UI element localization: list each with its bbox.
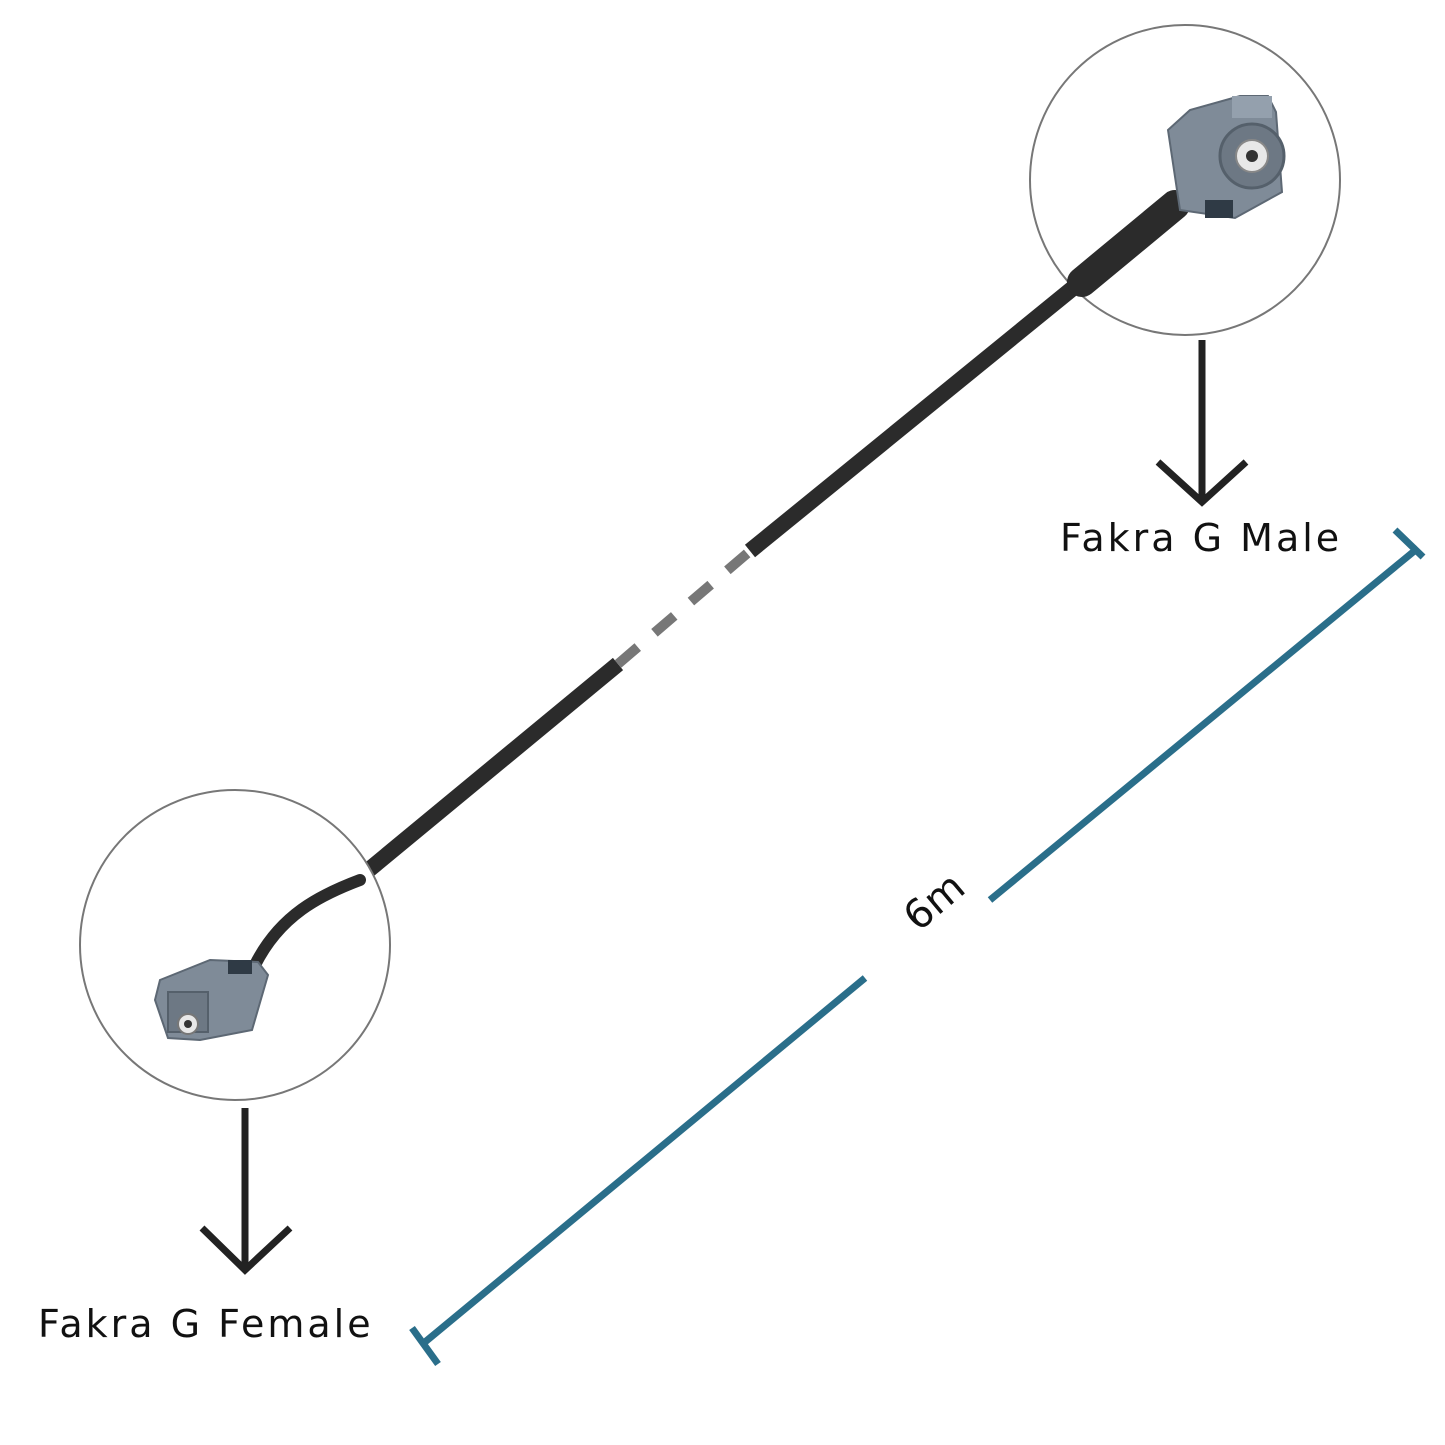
- female-detail-circle: [79, 789, 391, 1101]
- dimension-line-lower: [422, 975, 868, 1345]
- dimension-endcap-bottom: [409, 1325, 441, 1367]
- fakra-female-connector-icon: [153, 958, 270, 1042]
- cable-segment-upper: [744, 277, 1084, 558]
- arrow-down-icon: [199, 1108, 293, 1275]
- cable: [359, 277, 1084, 880]
- female-connector-label: Fakra G Female: [38, 1302, 374, 1346]
- male-cable-inner: [1067, 190, 1190, 297]
- male-connector-label: Fakra G Male: [1060, 516, 1343, 560]
- dimension-line-upper: [987, 545, 1421, 903]
- fakra-male-connector-icon: [1166, 95, 1286, 220]
- female-connector-detail: [79, 789, 391, 1101]
- male-connector-detail: [1029, 24, 1341, 336]
- dimension-line: [409, 527, 1426, 1367]
- cable-segment-lower: [359, 657, 624, 880]
- female-cable-inner: [249, 874, 366, 971]
- arrow-down-icon: [1155, 340, 1249, 507]
- dimension-endcap-top: [1392, 527, 1426, 560]
- cable-break-dashes: [614, 547, 754, 668]
